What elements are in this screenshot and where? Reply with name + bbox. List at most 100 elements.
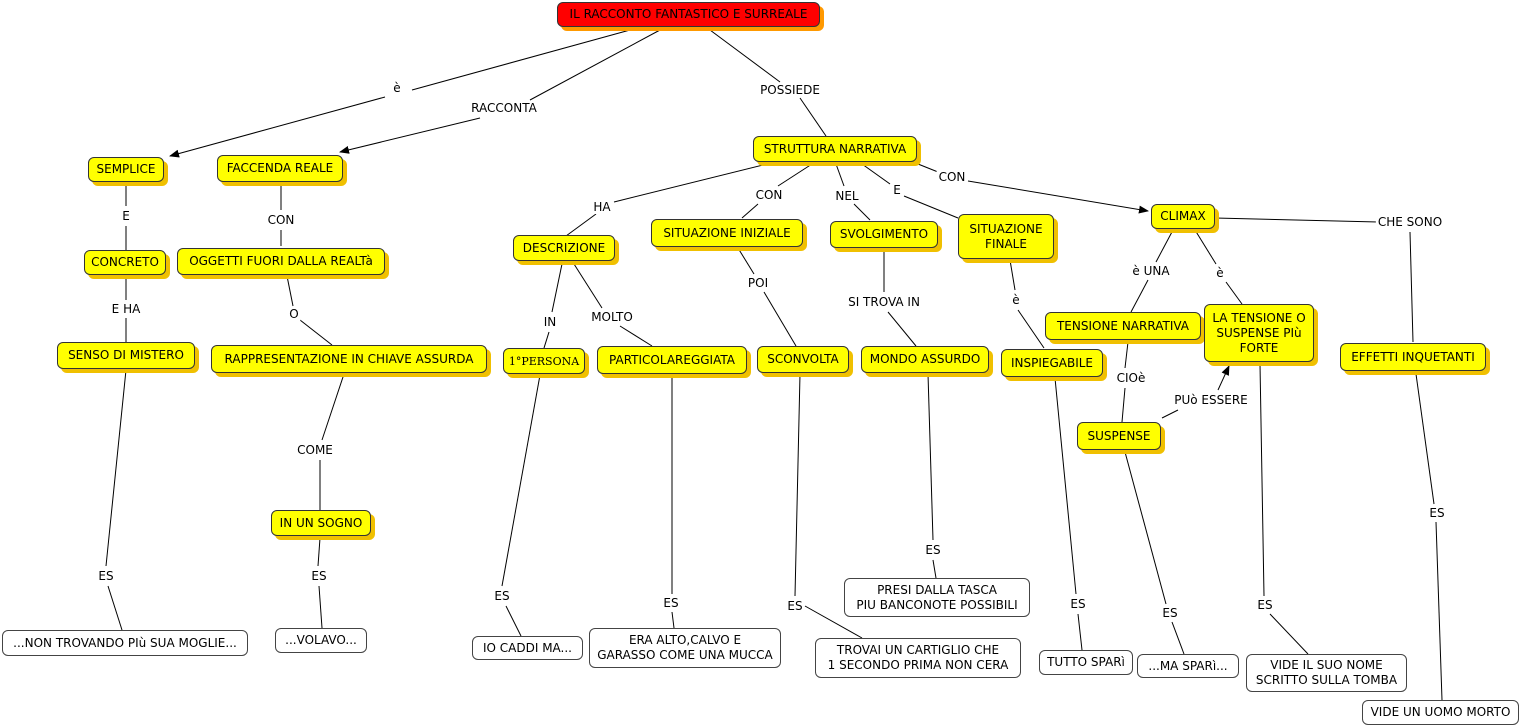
link-label-poi: POI bbox=[745, 276, 771, 290]
link-line bbox=[1214, 217, 1379, 223]
concept-oggetti-fuori-dalla-realta[interactable]: OGGETTI FUORI DALLA REALTà bbox=[177, 248, 385, 275]
situazione-finale-line-2: FINALE bbox=[985, 236, 1027, 251]
concept-prima-persona[interactable]: 1°PERSONA bbox=[503, 348, 585, 374]
concept-situazione-finale[interactable]: SITUAZIONE FINALE bbox=[958, 214, 1054, 259]
link-label-molto: MOLTO bbox=[589, 310, 635, 324]
link-line bbox=[1161, 409, 1179, 419]
link-line bbox=[1017, 309, 1045, 349]
link-line bbox=[619, 325, 653, 347]
link-line bbox=[917, 163, 939, 173]
link-label-con: CON bbox=[265, 213, 297, 227]
concept-faccenda-reale[interactable]: FACCENDA REALE bbox=[217, 155, 343, 182]
example-particolareggiata[interactable]: ERA ALTO,CALVO E GARASSO COME UNA MUCCA bbox=[589, 628, 781, 668]
concept-struttura-narrativa[interactable]: STRUTTURA NARRATIVA bbox=[753, 136, 917, 162]
example-effetti[interactable]: VIDE UN UOMO MORTO bbox=[1362, 700, 1519, 725]
example-sconvolta[interactable]: TROVAI UN CARTIGLIO CHE 1 SECONDO PRIMA … bbox=[815, 638, 1021, 678]
example-mondo-line-2: PIU BANCONOTE POSSIBILI bbox=[856, 597, 1018, 612]
example-mondo-line-1: PRESI DALLA TASCA bbox=[877, 582, 997, 597]
link-line bbox=[1155, 229, 1174, 263]
concept-semplice[interactable]: SEMPLICE bbox=[88, 157, 164, 182]
link-line bbox=[1124, 451, 1167, 605]
link-line bbox=[853, 203, 871, 221]
link-line bbox=[573, 263, 603, 309]
link-label-e: E bbox=[120, 209, 132, 223]
link-label-es: ES bbox=[661, 596, 681, 610]
link-line bbox=[1130, 279, 1149, 313]
link-label-che-sono: CHE SONO bbox=[1375, 215, 1445, 229]
link-line bbox=[169, 96, 386, 158]
link-label-es: ES bbox=[785, 599, 805, 613]
example-tensione-forte[interactable]: VIDE IL SUO NOME SCRITTO SULLA TOMBA bbox=[1246, 654, 1407, 692]
link-line bbox=[835, 163, 845, 187]
example-sconvolta-line-2: 1 SECONDO PRIMA NON CERA bbox=[827, 658, 1009, 672]
link-line bbox=[613, 161, 776, 203]
concept-tensione-narrativa[interactable]: TENSIONE NARRATIVA bbox=[1045, 312, 1201, 340]
link-line bbox=[286, 275, 294, 307]
link-line bbox=[1009, 259, 1016, 291]
link-label-puo-essere: PUò ESSERE bbox=[1172, 393, 1250, 407]
link-label-con: CON bbox=[753, 188, 785, 202]
link-label-come: COME bbox=[295, 443, 335, 457]
concept-svolgimento[interactable]: SVOLGIMENTO bbox=[830, 221, 938, 248]
link-line bbox=[861, 163, 891, 185]
link-line bbox=[671, 611, 675, 629]
example-suspense[interactable]: ...MA SPARì... bbox=[1137, 654, 1239, 678]
concept-concreto[interactable]: CONCRETO bbox=[84, 250, 166, 275]
link-line bbox=[709, 29, 781, 83]
link-line bbox=[1435, 521, 1443, 701]
example-particolareggiata-line-1: ERA ALTO,CALVO E bbox=[628, 633, 742, 647]
example-mistero[interactable]: ...NON TROVANDO PIù SUA MOGLIE... bbox=[2, 630, 248, 656]
example-prima-persona[interactable]: IO CADDI MA... bbox=[472, 636, 583, 660]
link-label-racconta: RACCONTA bbox=[469, 101, 539, 115]
link-line bbox=[339, 117, 481, 154]
concept-tensione-piu-forte[interactable]: LA TENSIONE O SUSPENSE PIù FORTE bbox=[1204, 304, 1314, 362]
link-line bbox=[1124, 341, 1129, 369]
concept-climax[interactable]: CLIMAX bbox=[1151, 204, 1215, 229]
link-label-e-ha: E HA bbox=[109, 302, 143, 316]
example-sogno[interactable]: ...VOLAVO... bbox=[275, 628, 367, 653]
concept-descrizione[interactable]: DESCRIZIONE bbox=[513, 235, 615, 261]
link-label-cioe: CIOè bbox=[1114, 371, 1148, 385]
link-line bbox=[1171, 621, 1185, 655]
tensione-forte-line-1: LA TENSIONE O bbox=[1212, 310, 1306, 325]
link-line bbox=[411, 29, 631, 91]
concept-sconvolta[interactable]: SCONVOLTA bbox=[757, 346, 849, 373]
example-mondo-assurdo[interactable]: PRESI DALLA TASCA PIU BANCONOTE POSSIBIL… bbox=[844, 578, 1030, 617]
concept-effetti-inquetanti[interactable]: EFFETTI INQUETANTI bbox=[1340, 343, 1486, 371]
tensione-forte-line-2: SUSPENSE PIù bbox=[1216, 325, 1302, 340]
link-line bbox=[927, 373, 934, 541]
example-inspiegabile[interactable]: TUTTO SPARì bbox=[1039, 650, 1133, 675]
link-line bbox=[107, 585, 123, 631]
link-label-e-grave: è bbox=[1214, 266, 1226, 280]
concept-particolareggiata[interactable]: PARTICOLAREGGIATA bbox=[597, 346, 747, 374]
concept-situazione-iniziale[interactable]: SITUAZIONE INIZIALE bbox=[651, 219, 803, 247]
link-label-nel: NEL bbox=[833, 189, 861, 203]
root-concept-node[interactable]: IL RACCONTO FANTASTICO E SURREALE bbox=[557, 2, 820, 27]
concept-senso-di-mistero[interactable]: SENSO DI MISTERO bbox=[57, 342, 195, 369]
concept-suspense[interactable]: SUSPENSE bbox=[1077, 422, 1161, 450]
link-line bbox=[321, 373, 345, 441]
link-label-con: CON bbox=[936, 170, 968, 184]
link-label-es: ES bbox=[96, 569, 116, 583]
link-line bbox=[1225, 281, 1243, 305]
concept-in-un-sogno[interactable]: IN UN SOGNO bbox=[271, 510, 371, 536]
link-line bbox=[105, 369, 127, 567]
link-label-o: O bbox=[287, 307, 301, 321]
link-label-es: ES bbox=[1068, 597, 1088, 611]
example-forte-line-1: VIDE IL SUO NOME bbox=[1270, 658, 1383, 672]
link-label-ha: HA bbox=[591, 200, 613, 214]
link-line bbox=[777, 163, 813, 187]
concept-mondo-assurdo[interactable]: MONDO ASSURDO bbox=[861, 346, 989, 373]
link-line bbox=[887, 311, 917, 347]
concept-inspiegabile[interactable]: INSPIEGABILE bbox=[1001, 349, 1103, 377]
link-line bbox=[804, 605, 863, 639]
link-label-e: E bbox=[891, 183, 903, 197]
concept-rappresentazione-assurda[interactable]: RAPPRESENTAZIONE IN CHIAVE ASSURDA bbox=[211, 345, 487, 373]
situazione-finale-line-1: SITUAZIONE bbox=[969, 221, 1043, 236]
link-line bbox=[932, 559, 937, 579]
link-line bbox=[967, 180, 1149, 214]
link-line bbox=[551, 263, 563, 313]
link-line bbox=[1415, 373, 1435, 505]
link-line bbox=[1269, 613, 1309, 655]
